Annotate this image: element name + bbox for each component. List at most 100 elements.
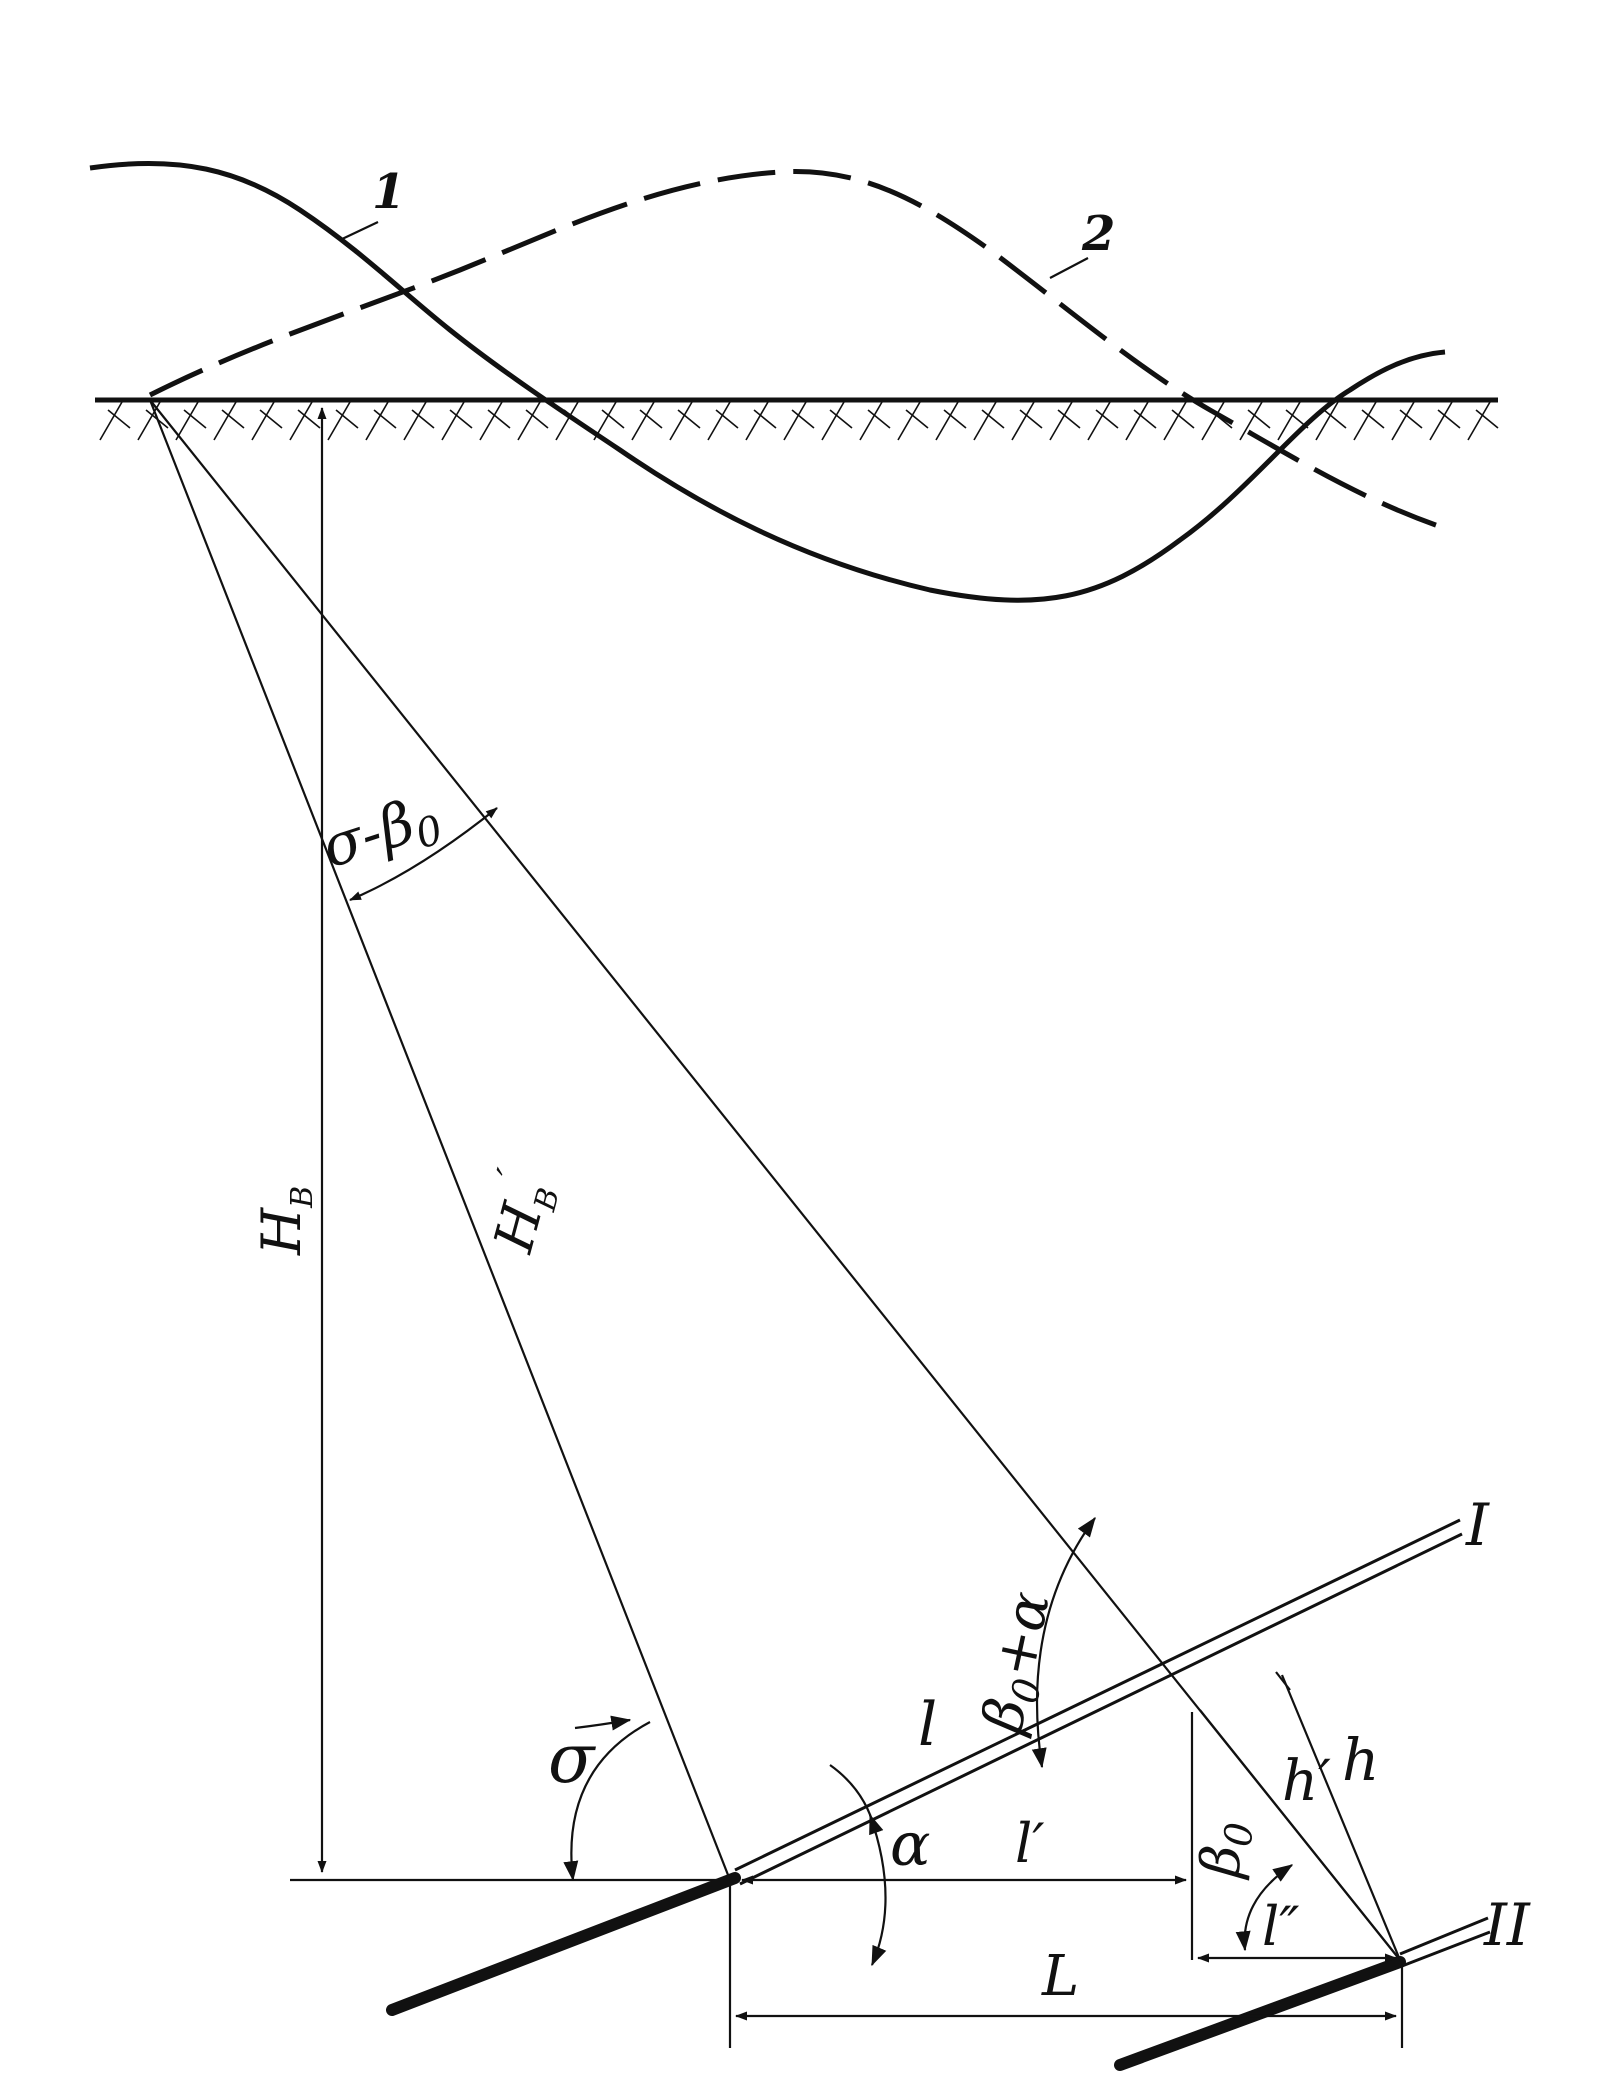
hatch-stroke (1125, 401, 1149, 441)
hatch-stroke (221, 409, 245, 429)
angle-arc-beta0-plus-alpha (1031, 1516, 1096, 1769)
hatch-stroke (259, 409, 283, 429)
curve-2-leader (1049, 257, 1089, 279)
hatch-stroke (1429, 401, 1453, 441)
curve-1-solid (89, 161, 1446, 603)
h-tick (1275, 1671, 1291, 1691)
hatch-stroke (1095, 409, 1119, 429)
angle-arc-sigma-minus-beta0 (349, 807, 498, 902)
hatch-stroke (715, 409, 739, 429)
hatch-stroke (1239, 401, 1263, 441)
hatch-stroke (745, 401, 769, 441)
hatch-stroke (867, 409, 891, 429)
hatch-stroke (783, 401, 807, 441)
hatch-stroke (213, 401, 237, 441)
hatch-stroke (449, 409, 473, 429)
label-l-double-prime: l″ (1262, 1895, 1299, 1958)
hatch-stroke (1049, 401, 1073, 441)
hatch-stroke (1057, 409, 1081, 429)
hatch-stroke (327, 401, 351, 441)
angle-arc-sigma-body (563, 1721, 651, 1882)
hatch-stroke (335, 409, 359, 429)
hatch-stroke (99, 401, 123, 441)
curve-2-dashed (148, 169, 1451, 533)
seam-II-thick (1114, 1956, 1406, 2071)
hatch-stroke (897, 401, 921, 441)
hatch-stroke (1437, 409, 1461, 429)
angle-arc-sigma (574, 1715, 632, 1731)
label-seam-II: II (1483, 1891, 1531, 1959)
hatch-stroke (981, 409, 1005, 429)
ray-to-seam-II-point (149, 399, 1401, 1961)
hatch-stroke (821, 401, 845, 441)
label-h-prime: h′ (1282, 1749, 1331, 1814)
hatch-stroke (973, 401, 997, 441)
hatch-stroke (1361, 409, 1385, 429)
hatch-stroke (183, 409, 207, 429)
hatch-stroke (1353, 401, 1377, 441)
hatch-stroke (1171, 409, 1195, 429)
label-l: l (918, 1690, 937, 1760)
hatch-stroke (943, 409, 967, 429)
hatch-stroke (479, 401, 503, 441)
label-sigma-minus-beta0: σ-β0 (313, 780, 448, 887)
label-beta0-plus-alpha: β0+α (970, 1586, 1068, 1741)
hatch-stroke (373, 409, 397, 429)
hatch-stroke (403, 401, 427, 441)
seam-II-lower (1401, 1930, 1491, 1968)
label-sigma: σ (548, 1720, 596, 1799)
hatch-stroke (1133, 409, 1157, 429)
hatch-stroke (289, 401, 313, 441)
hatch-stroke (251, 401, 275, 441)
hatch-stroke (905, 409, 929, 429)
hatch-stroke (555, 401, 579, 441)
hatch-stroke (669, 401, 693, 441)
hatch-stroke (1467, 401, 1491, 441)
angle-arc-beta0 (1235, 1864, 1294, 1952)
hatch-stroke (1163, 401, 1187, 441)
hatch-stroke (859, 401, 883, 441)
label-seam-I: I (1465, 1491, 1490, 1559)
hatch-stroke (517, 401, 541, 441)
hatch-stroke (1475, 409, 1499, 429)
seam-I-lower (739, 1532, 1463, 1886)
hatch-stroke (1277, 401, 1301, 441)
label-hb-prime: HB′ (472, 1165, 570, 1261)
hatch-stroke (829, 409, 853, 429)
hatch-stroke (175, 401, 199, 441)
hatch-stroke (753, 409, 777, 429)
label-L: L (1041, 1944, 1079, 2009)
hatch-stroke (1087, 401, 1111, 441)
hatch-stroke (487, 409, 511, 429)
hatch-stroke (1011, 401, 1035, 441)
seam-I-upper (734, 1518, 1461, 1872)
hatch-stroke (601, 409, 625, 429)
hatch-stroke (639, 409, 663, 429)
hatch-stroke (1391, 401, 1415, 441)
hatch-stroke (935, 401, 959, 441)
hatch-stroke (1247, 409, 1271, 429)
hatch-stroke (107, 409, 131, 429)
hatch-stroke (791, 409, 815, 429)
curve-1-leader (339, 221, 379, 241)
label-h: h (1342, 1726, 1379, 1794)
curve-1-label: 1 (372, 164, 405, 220)
seam-I-thick (386, 1872, 741, 2016)
hatch-stroke (365, 401, 389, 441)
hatch-stroke (631, 401, 655, 441)
hatch-stroke (1201, 401, 1225, 441)
label-l-prime: l′ (1015, 1812, 1045, 1875)
label-alpha: α (890, 1810, 931, 1880)
label-hb: HB (250, 1186, 320, 1256)
angle-arc-alpha-top (829, 1764, 877, 1831)
hatch-stroke (441, 401, 465, 441)
label-beta0: β0 (1188, 1818, 1262, 1881)
ray-to-seam-I-outcrop (148, 399, 732, 1881)
hatch-stroke (1399, 409, 1423, 429)
seam-II-upper (1399, 1916, 1489, 1956)
hatch-stroke (1315, 401, 1339, 441)
curve-2-label: 2 (1081, 206, 1115, 262)
h-normal-line (1280, 1674, 1402, 1961)
hatch-stroke (1323, 409, 1347, 429)
